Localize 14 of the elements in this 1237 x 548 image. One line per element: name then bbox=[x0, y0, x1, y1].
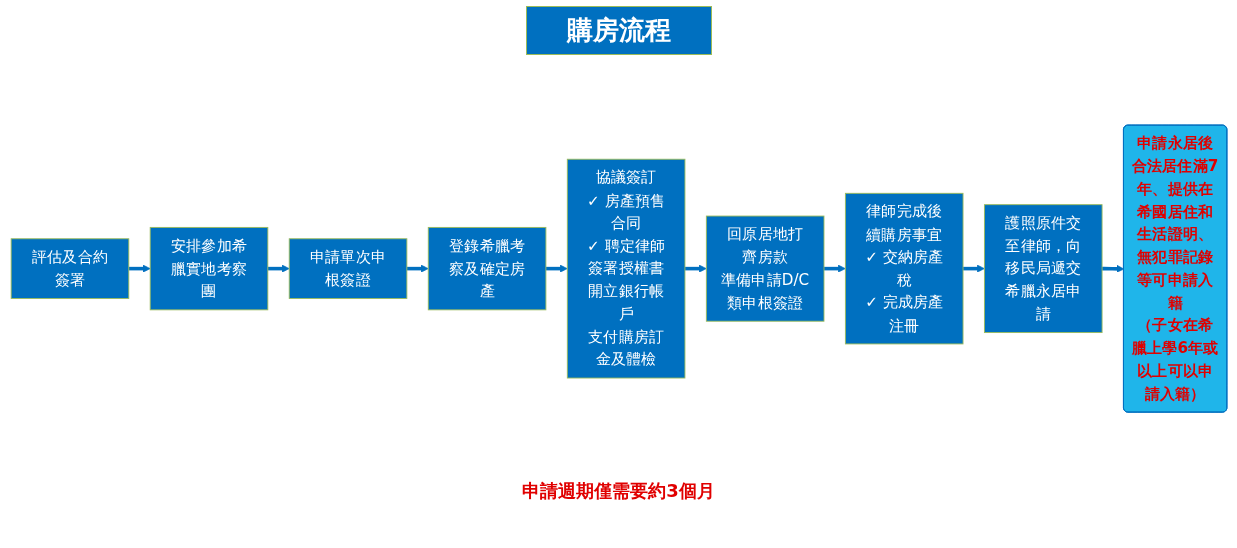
note-text: 申請週期僅需要約3個月 bbox=[522, 480, 715, 501]
node-box: 協議簽訂 ✓ 房產預售合同 ✓ 聘定律師 簽署授權書 開立銀行帳戶 支付購房訂金及體檢 bbox=[566, 159, 685, 379]
node-box: 登錄希臘考察及確定房產 bbox=[427, 227, 546, 311]
arrow bbox=[406, 265, 429, 273]
node-box: 回原居地打齊房款 準備申請D/C類申根簽證 bbox=[705, 215, 824, 323]
arrow bbox=[128, 265, 151, 273]
node-box: 律師完成後續購房事宜 ✓ 交納房產稅 ✓ 完成房產注冊 bbox=[844, 193, 963, 345]
title-box: 購房流程 bbox=[525, 6, 712, 55]
arrow bbox=[962, 265, 985, 273]
node-box: 護照原件交至律師，向移民局遞交希臘永居申請 bbox=[983, 204, 1102, 334]
arrow bbox=[1101, 265, 1124, 274]
node-box: 安排參加希臘實地考察團 bbox=[149, 227, 268, 311]
node-box: 申請單次申根簽證 bbox=[288, 238, 407, 300]
node-box: 評估及合約簽署 bbox=[10, 238, 129, 300]
